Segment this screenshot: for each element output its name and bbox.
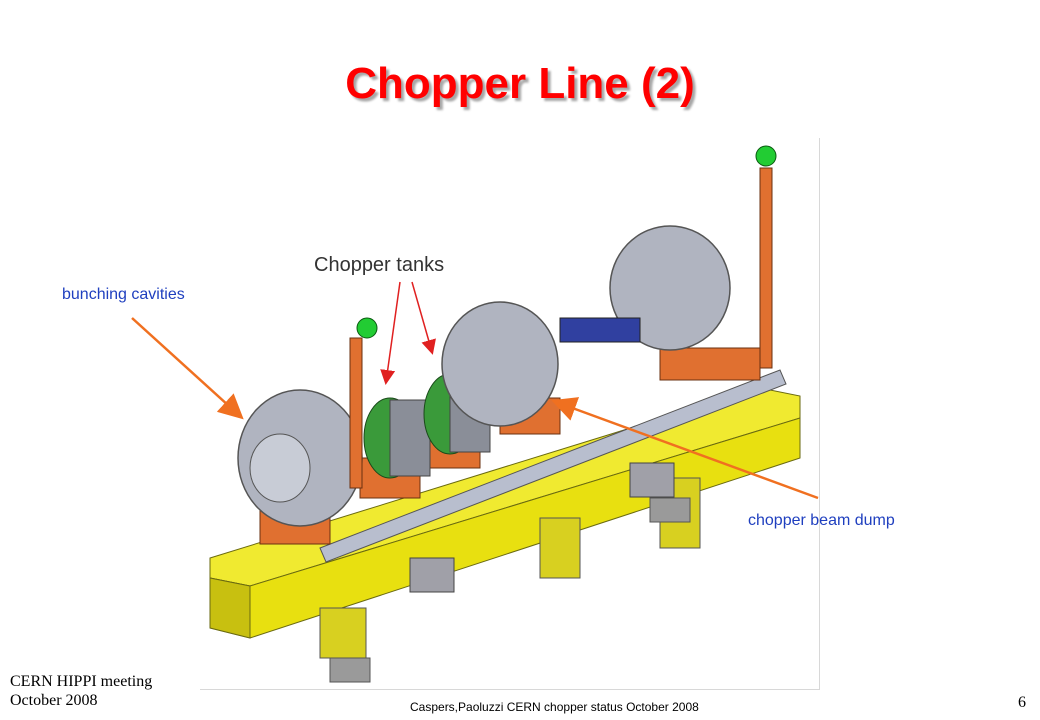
chopper-tanks-label: Chopper tanks	[314, 254, 445, 276]
vertical-pipe-right	[759, 167, 773, 369]
leg-2	[539, 517, 581, 579]
support-5	[659, 347, 761, 381]
vertical-pipe-left	[349, 337, 363, 489]
bunching-cavity-face	[249, 433, 311, 503]
pump-box-2	[629, 462, 675, 498]
slide-title: Chopper Line (2)	[345, 59, 695, 108]
middle-cavity	[441, 301, 559, 427]
footer-meeting-line2: October 2008	[10, 692, 98, 709]
page-number: 6	[1018, 694, 1026, 711]
footer-meeting: CERN HIPPI meeting October 2008	[10, 672, 152, 710]
bunching-cavities-label: bunching cavities	[62, 286, 185, 303]
leg-4	[329, 657, 371, 683]
beam-line-mid	[559, 317, 641, 343]
leg-5	[649, 497, 691, 523]
girder-side	[209, 577, 251, 639]
leg-1	[319, 607, 367, 659]
chopper-line-figure	[200, 138, 820, 690]
chopper-tank-1-body	[389, 399, 431, 477]
indicator-light-right	[755, 145, 777, 167]
footer-center: Caspers,Paoluzzi CERN chopper status Oct…	[410, 700, 699, 714]
chopper-beam-dump-label: chopper beam dump	[748, 512, 895, 529]
indicator-light-left	[356, 317, 378, 339]
chopper-line-illustration	[209, 145, 801, 683]
pump-box-1	[409, 557, 455, 593]
footer-meeting-line1: CERN HIPPI meeting	[10, 673, 153, 690]
